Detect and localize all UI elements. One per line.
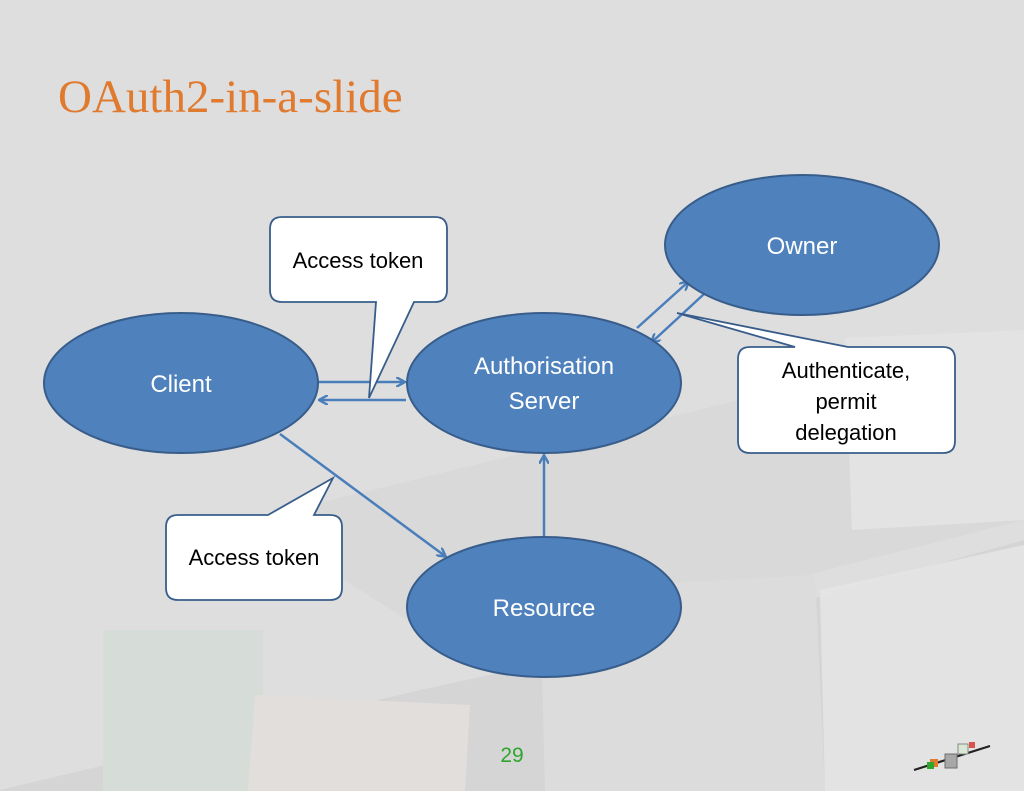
- client-label: Client: [150, 371, 212, 398]
- access-token-callout-top: Access token: [269, 216, 448, 399]
- authenticate-callout-line3: delegation: [795, 420, 897, 445]
- footer-logo-icon: [913, 742, 991, 772]
- client-to-resource-arrow: [279, 432, 445, 556]
- auth-server-label-line2: Server: [509, 388, 580, 415]
- authenticate-callout-line1: Authenticate,: [782, 358, 910, 383]
- access-token-callout-bottom-text: Access token: [189, 545, 320, 570]
- page-number: 29: [500, 744, 524, 767]
- owner-to-auth-server-arrow: [652, 293, 705, 342]
- slide-title: OAuth2-in-a-slide: [58, 71, 403, 123]
- client-node: Client: [43, 312, 319, 454]
- auth-server-to-owner-arrow: [636, 282, 688, 329]
- auth-server-node: Authorisation Server: [406, 312, 682, 454]
- owner-node: Owner: [664, 174, 940, 316]
- authenticate-callout-line2: permit: [815, 389, 876, 414]
- resource-node: Resource: [406, 536, 682, 678]
- owner-label: Owner: [767, 233, 838, 260]
- auth-server-label-line1: Authorisation: [474, 353, 614, 380]
- access-token-callout-top-text: Access token: [293, 248, 424, 273]
- authenticate-callout: Authenticate, permit delegation: [676, 312, 956, 454]
- access-token-callout-bottom: Access token: [165, 475, 343, 601]
- resource-label: Resource: [493, 595, 596, 622]
